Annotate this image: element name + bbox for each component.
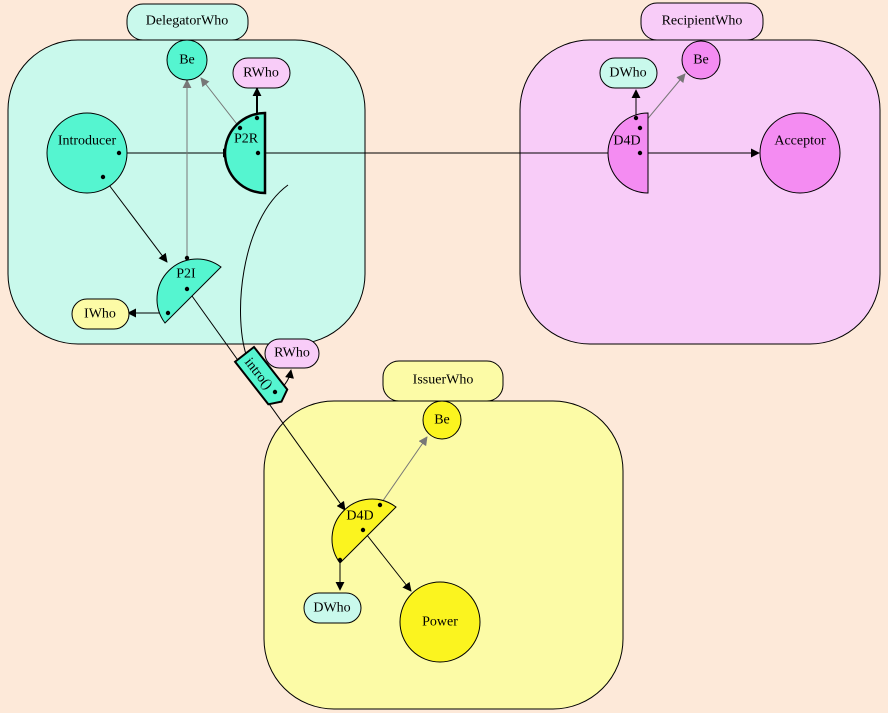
issuer-container: IssuerWho: [263, 360, 624, 710]
node-recipient-dwho[interactable]: DWho: [599, 57, 658, 89]
node-p2r[interactable]: P2R: [223, 111, 267, 195]
node-p2i[interactable]: P2I: [156, 258, 222, 324]
node-delegator-be[interactable]: Be: [166, 39, 208, 81]
edge-issuer-d4d-be: [379, 436, 428, 506]
iwho-label: IWho: [84, 307, 116, 322]
recipient-d4d-label: D4D: [613, 134, 640, 149]
intro-rwho-label: RWho: [274, 346, 310, 361]
edge-p2r-intro-curve: [240, 184, 289, 361]
edge-p2r-be: [200, 77, 241, 129]
introducer-label: Introducer: [58, 134, 117, 149]
delegator-label: DelegatorWho: [146, 14, 228, 29]
issuer-d4d-label: D4D: [346, 509, 373, 524]
node-intro[interactable]: intro(): [233, 345, 291, 409]
node-intro-rwho[interactable]: RWho: [264, 338, 320, 369]
node-recipient-d4d[interactable]: D4D: [607, 112, 649, 194]
recipient-label: RecipientWho: [662, 14, 743, 29]
issuer-be-label: Be: [434, 413, 450, 428]
node-acceptor[interactable]: Acceptor: [759, 112, 841, 194]
edge-issuer-d4d-power: [362, 529, 412, 592]
node-power[interactable]: Power: [399, 581, 481, 663]
recipient-be-label: Be: [693, 53, 709, 68]
node-issuer-dwho[interactable]: DWho: [303, 592, 362, 624]
node-issuer-be[interactable]: Be: [422, 400, 462, 440]
delegator-rwho-label: RWho: [243, 66, 279, 81]
node-iwho[interactable]: IWho: [71, 298, 130, 330]
p2r-label: P2R: [234, 132, 259, 147]
node-introducer[interactable]: Introducer: [46, 112, 128, 194]
issuer-label: IssuerWho: [413, 373, 474, 388]
recipient-tab: [640, 2, 764, 41]
issuer-dwho-label: DWho: [313, 601, 350, 616]
node-delegator-rwho[interactable]: RWho: [232, 57, 291, 89]
acceptor-label: Acceptor: [774, 134, 826, 149]
delegator-be-label: Be: [179, 53, 195, 68]
p2i-label: P2I: [176, 267, 196, 282]
edge-introducer-p2i: [102, 176, 168, 263]
recipient-box: [519, 39, 881, 345]
recipient-dwho-label: DWho: [609, 66, 646, 81]
port-dots: [100, 115, 643, 563]
power-label: Power: [422, 615, 458, 630]
node-recipient-be[interactable]: Be: [681, 40, 721, 80]
issuer-box: [263, 400, 624, 710]
